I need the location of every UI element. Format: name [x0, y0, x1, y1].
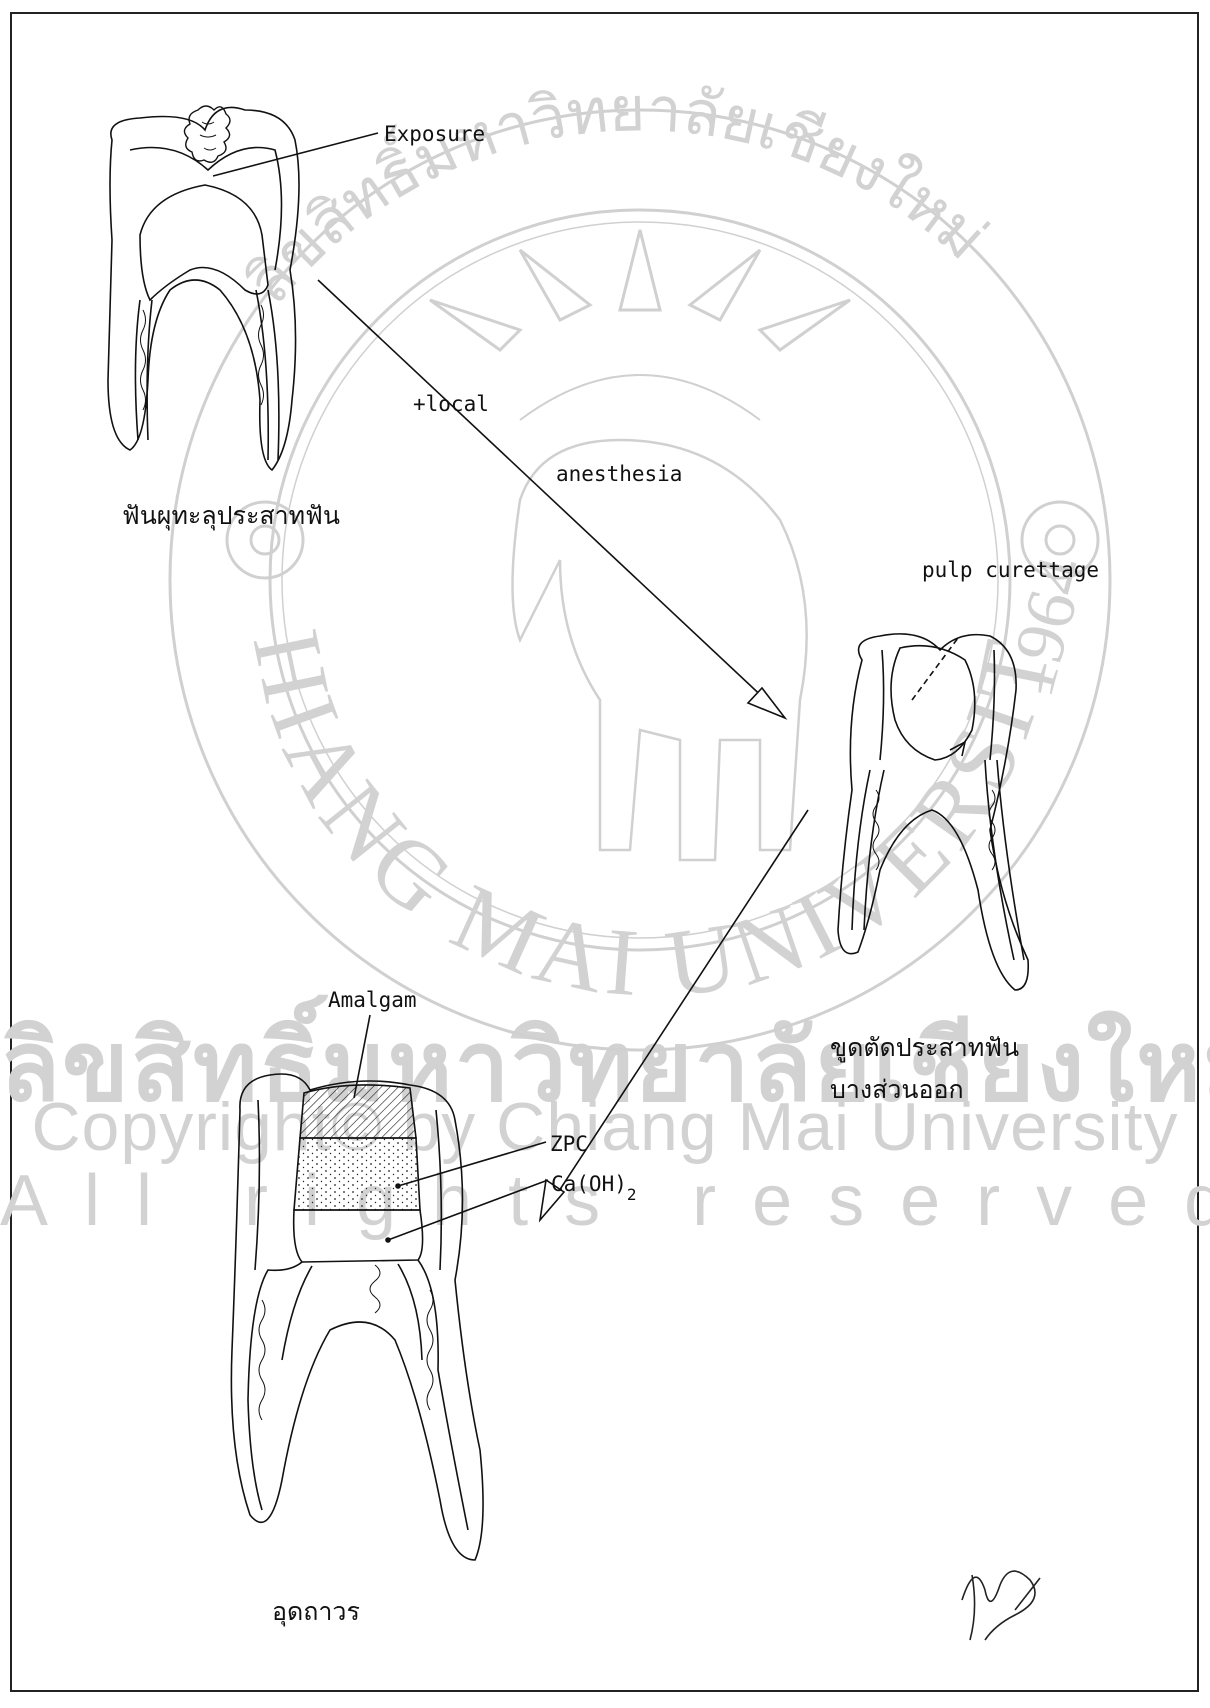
arrow-to-restoration: [540, 810, 808, 1220]
arrow-to-curettage: [318, 280, 785, 718]
caption-step-restoration: อุดถาวร: [272, 1592, 360, 1632]
watermark-thai-arc: ลิขสิทธิ์มหาวิทยาลัยเชียงใหม่: [234, 76, 998, 317]
label-local: +local: [413, 392, 489, 416]
label-exposure: Exposure: [384, 122, 485, 146]
label-zpc: ZPC: [550, 1132, 588, 1156]
tooth-exposure-illustration: [108, 106, 378, 470]
caption-step-curettage-line2: บางส่วนออก: [830, 1070, 964, 1110]
handwritten-signature: [962, 1571, 1040, 1640]
label-calcium-hydroxide: Ca(OH)2: [551, 1172, 637, 1196]
label-caoh-main: Ca(OH): [551, 1172, 627, 1196]
label-pulp-curettage: pulp curettage: [922, 558, 1099, 582]
label-caoh-subscript: 2: [627, 1185, 637, 1204]
tooth-restoration-illustration: [231, 1015, 548, 1560]
caption-step-curettage-line1: ขูดตัดประสาทฟัน: [830, 1028, 1019, 1068]
label-anesthesia: anesthesia: [556, 462, 682, 486]
label-amalgam: Amalgam: [328, 988, 417, 1012]
caption-step-exposure: ฟันผุทะลุประสาทฟัน: [122, 496, 340, 536]
